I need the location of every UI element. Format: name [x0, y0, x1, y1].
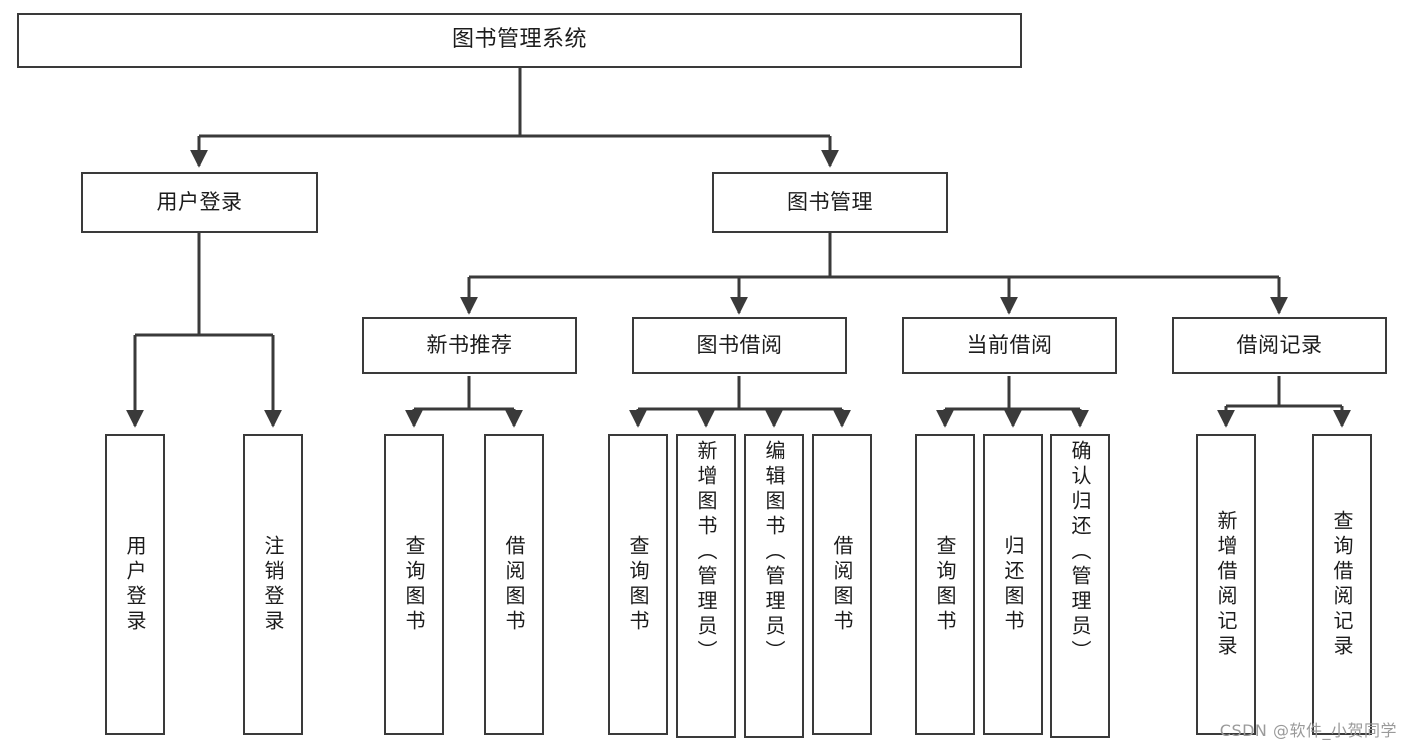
- leaf-label: 查询图书: [402, 534, 426, 635]
- leaf-new-book-borrow-books[interactable]: 借阅图书: [484, 434, 544, 735]
- node-label: 当前借阅: [966, 332, 1053, 357]
- node-label: 图书管理: [787, 189, 873, 214]
- leaf-borrow-record-query-record[interactable]: 查询借阅记录: [1312, 434, 1372, 735]
- node-current-borrow[interactable]: 当前借阅: [902, 317, 1117, 374]
- leaf-label: 编辑图书（管理员）: [762, 440, 786, 665]
- leaf-label: 用户登录: [123, 534, 147, 635]
- node-label: 借阅记录: [1236, 332, 1323, 357]
- leaf-label: 确认归还（管理员）: [1068, 440, 1092, 665]
- leaf-current-borrow-query-books[interactable]: 查询图书: [915, 434, 975, 735]
- node-book-management[interactable]: 图书管理: [712, 172, 948, 233]
- leaf-borrow-record-add-record[interactable]: 新增借阅记录: [1196, 434, 1256, 735]
- node-new-book-recommend[interactable]: 新书推荐: [362, 317, 577, 374]
- leaf-label: 新增借阅记录: [1214, 509, 1238, 660]
- leaf-user-login-logout[interactable]: 注销登录: [243, 434, 303, 735]
- node-label: 新书推荐: [426, 332, 513, 357]
- leaf-label: 借阅图书: [830, 534, 854, 635]
- node-label: 图书借阅: [696, 332, 783, 357]
- node-user-login[interactable]: 用户登录: [81, 172, 318, 233]
- node-root-system[interactable]: 图书管理系统: [17, 13, 1022, 68]
- leaf-book-borrow-add-book-admin[interactable]: 新增图书（管理员）: [676, 434, 736, 738]
- leaf-label: 查询图书: [933, 534, 957, 635]
- node-label: 图书管理系统: [451, 27, 587, 53]
- node-borrow-record[interactable]: 借阅记录: [1172, 317, 1387, 374]
- csdn-watermark: CSDN @软件_小贺同学: [1219, 721, 1397, 740]
- leaf-label: 查询图书: [626, 534, 650, 635]
- leaf-book-borrow-edit-book-admin[interactable]: 编辑图书（管理员）: [744, 434, 804, 738]
- leaf-label: 查询借阅记录: [1330, 509, 1354, 660]
- leaf-label: 归还图书: [1001, 534, 1025, 635]
- leaf-current-borrow-confirm-return-admin[interactable]: 确认归还（管理员）: [1050, 434, 1110, 738]
- leaf-book-borrow-borrow-books[interactable]: 借阅图书: [812, 434, 872, 735]
- leaf-new-book-query-books[interactable]: 查询图书: [384, 434, 444, 735]
- leaf-current-borrow-return-books[interactable]: 归还图书: [983, 434, 1043, 735]
- leaf-label: 借阅图书: [502, 534, 526, 635]
- leaf-book-borrow-query-books[interactable]: 查询图书: [608, 434, 668, 735]
- leaf-label: 注销登录: [261, 534, 285, 635]
- leaf-label: 新增图书（管理员）: [694, 440, 718, 665]
- node-book-borrow[interactable]: 图书借阅: [632, 317, 847, 374]
- node-label: 用户登录: [156, 189, 243, 214]
- leaf-user-login-login[interactable]: 用户登录: [105, 434, 165, 735]
